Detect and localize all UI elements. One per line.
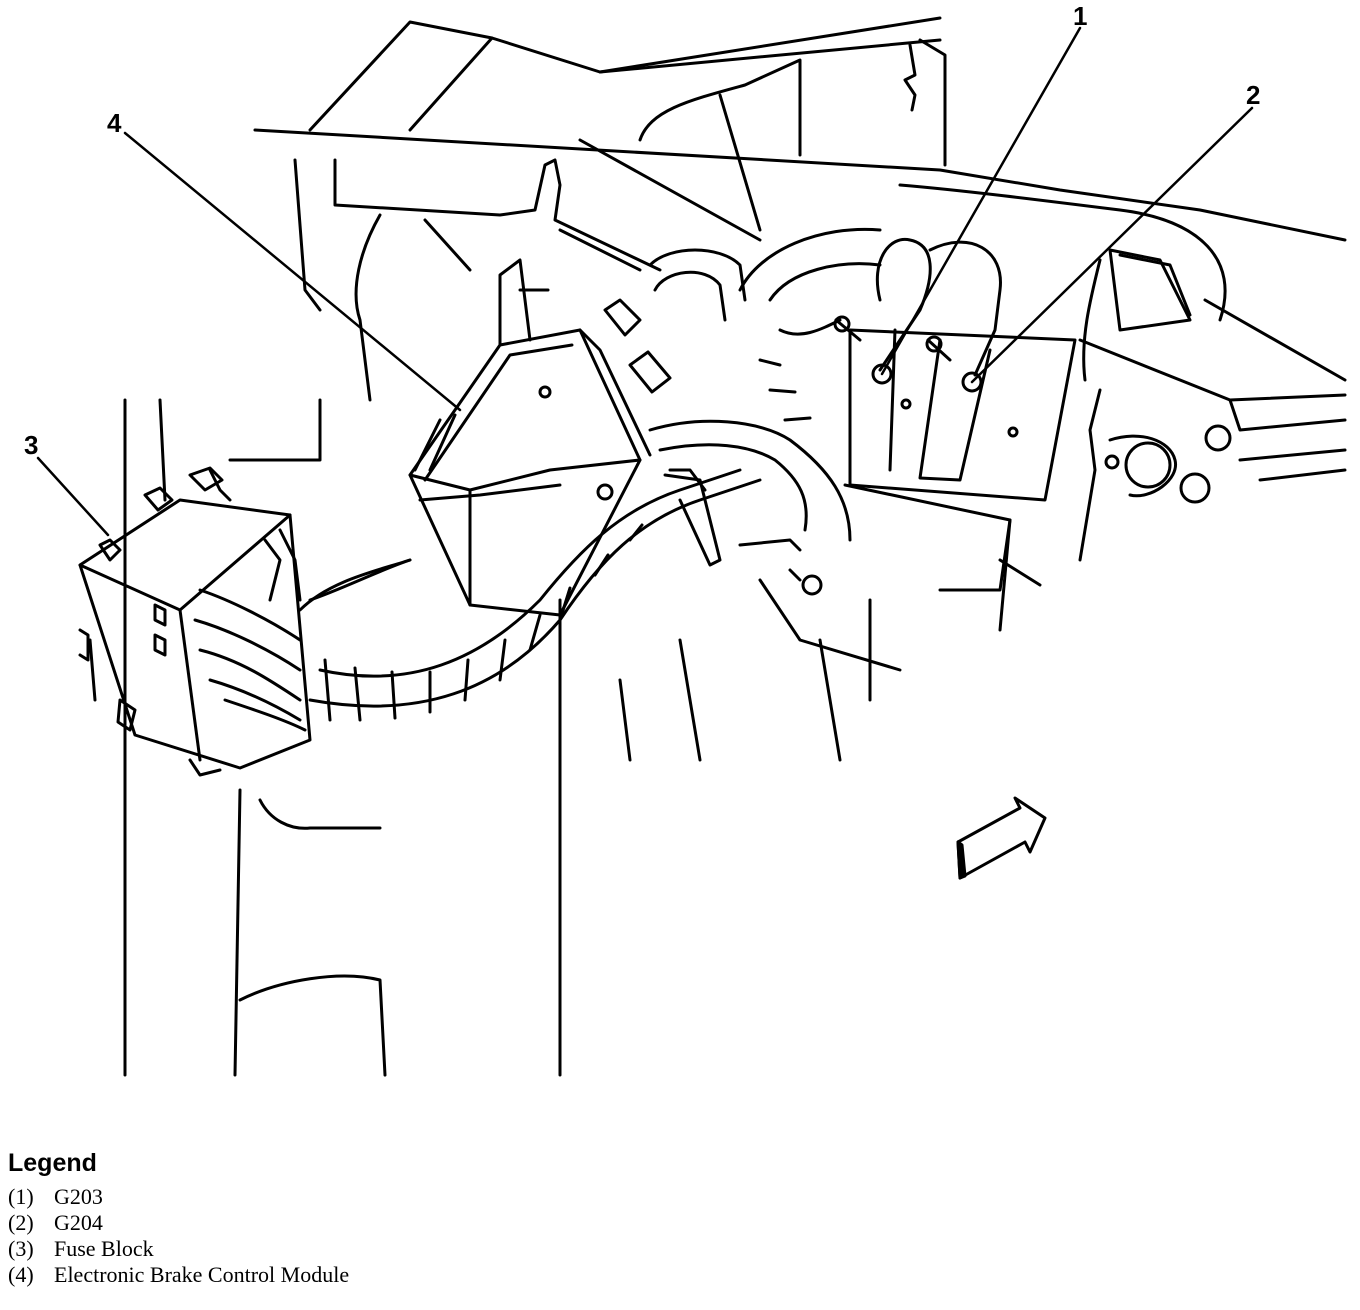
callout-leaders [36,26,1254,537]
legend-item: (4) Electronic Brake Control Module [8,1262,708,1288]
legend-item-number: (4) [8,1262,34,1287]
legend-item-number: (1) [8,1184,34,1209]
legend-item-number: (3) [8,1236,34,1261]
ground-bracket [843,328,1077,632]
leader-3 [36,456,110,537]
legend-item: (1) G203 [8,1184,708,1210]
g204-ground-strap [925,240,1002,393]
fuse-block [78,466,412,777]
legend-item-label: Fuse Block [54,1236,154,1261]
wiring-harness [308,227,882,722]
cowl-panel [253,16,1347,402]
legend-item: (3) Fuse Block [8,1236,708,1262]
leader-1 [880,26,1082,376]
firewall-area [898,183,1347,562]
ebcm-module [408,258,672,617]
leader-4 [123,131,462,412]
legend-item-label: Electronic Brake Control Module [54,1262,350,1287]
leader-2 [970,106,1254,384]
component-location-diagram [36,16,1347,1077]
g203-ground-strap [833,237,932,385]
callout-3-label: 3 [24,430,39,460]
view-direction-arrow [956,796,1047,880]
legend: Legend (1) G203 (2) G204 (3) Fuse Block … [8,1148,708,1288]
legend-title: Legend [8,1149,97,1177]
callout-1-label: 1 [1073,1,1088,31]
legend-item: (2) G204 [8,1210,708,1236]
legend-item-label: G204 [54,1210,103,1235]
harness-clip [663,468,823,596]
body-frame [123,398,902,1077]
callout-4-label: 4 [107,108,122,138]
legend-item-number: (2) [8,1210,34,1235]
legend-item-label: G203 [54,1184,103,1209]
callout-2-label: 2 [1246,80,1261,110]
